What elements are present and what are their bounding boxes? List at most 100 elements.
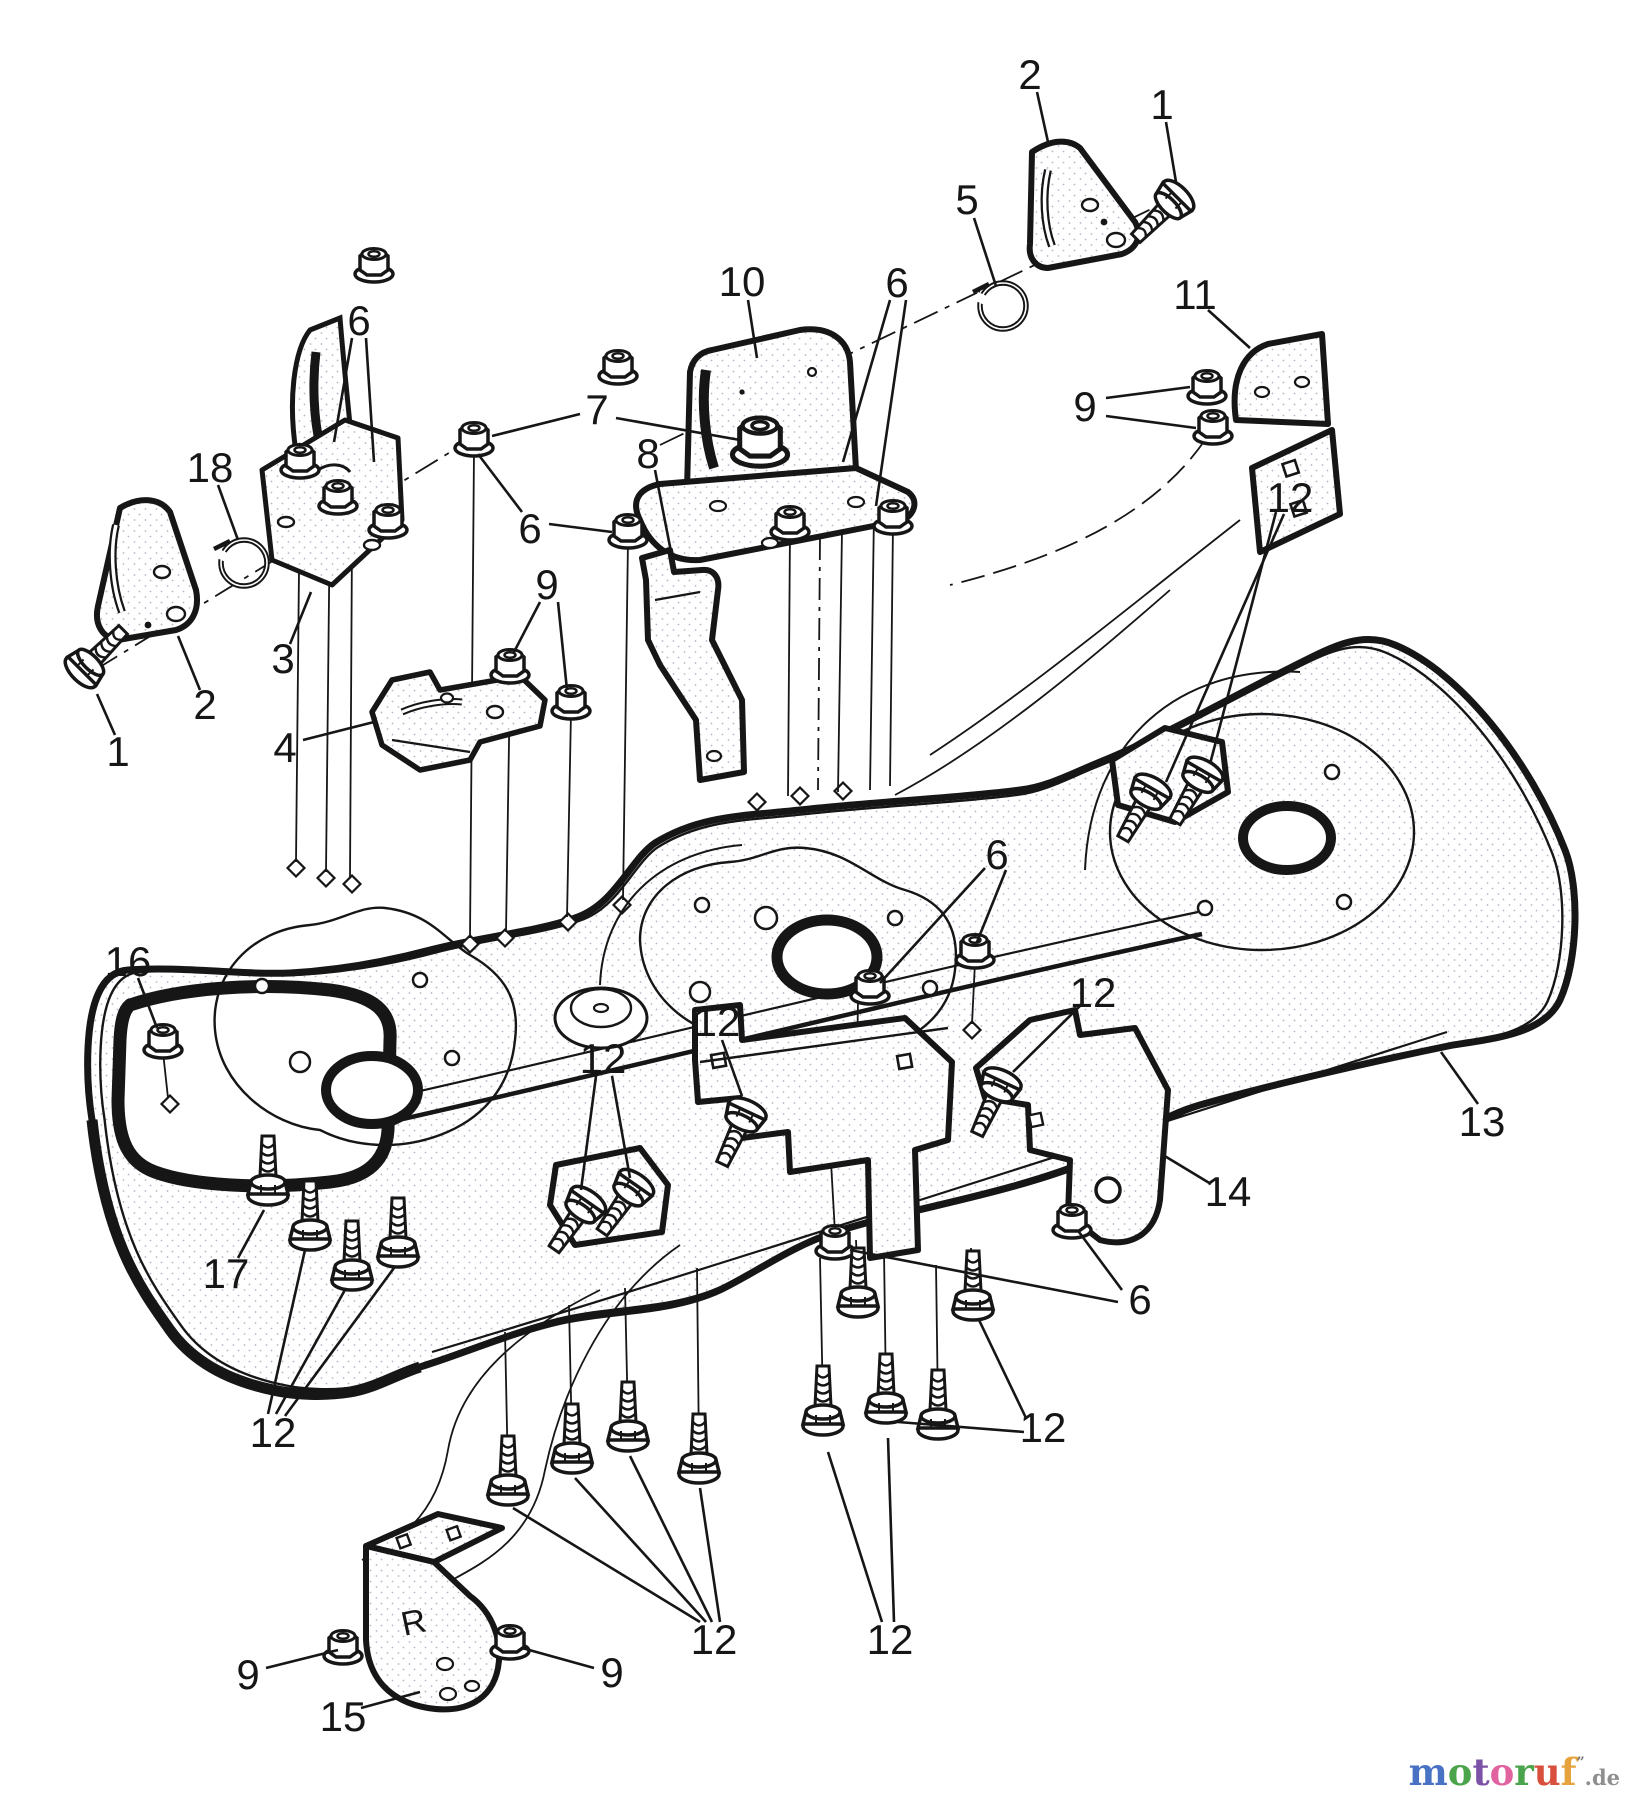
callout-label: 11: [1173, 271, 1217, 318]
callout-label: 9: [1073, 383, 1096, 430]
callout-leader-line: [265, 1648, 339, 1670]
callout-label: 9: [236, 1651, 259, 1698]
watermark-letter: o: [1447, 1750, 1473, 1794]
deck-rear-ridge-thin: [299, 910, 1199, 1120]
callout: 5: [955, 176, 998, 287]
callout-label: 12: [1267, 474, 1314, 521]
callout-leader-line: [176, 635, 202, 691]
watermark-motoruf: motoruf”.de: [1409, 1750, 1620, 1794]
callout: 12: [1012, 969, 1117, 1073]
callout-label: 7: [585, 386, 608, 433]
callout: 12: [694, 998, 744, 1097]
callout: 1: [95, 693, 130, 775]
callout: 9: [236, 1648, 339, 1698]
callout-label: 15: [320, 1693, 367, 1740]
callout-leader-line: [136, 977, 159, 1029]
callout-label: 9: [535, 561, 558, 608]
callout-leader-line: [1105, 414, 1197, 430]
callout-label: 14: [1205, 1168, 1252, 1215]
callout: 12: [512, 1455, 737, 1663]
callout: 10: [719, 258, 766, 359]
callout-leader-line: [849, 1248, 1119, 1304]
callout-leader-line: [512, 1506, 701, 1624]
callout-leader-line: [897, 1420, 1025, 1434]
callout-leader-line: [746, 299, 759, 359]
callout: 8: [636, 430, 675, 563]
callout-label: 6: [1128, 1276, 1151, 1323]
callout-leader-line: [720, 1039, 744, 1097]
callout-label: 16: [105, 938, 152, 985]
callout-label: 12: [250, 1409, 297, 1456]
callout-leader-line: [841, 299, 892, 463]
callout-leader-line: [236, 1209, 266, 1259]
bracket-8: [639, 547, 747, 783]
callout-label: 2: [1018, 51, 1041, 98]
callout: 12: [250, 1249, 396, 1456]
discharge-opening-frame: [111, 980, 397, 1193]
callout-leader-line: [302, 720, 375, 742]
callout-label: 3: [271, 635, 294, 682]
callout-label: 1: [1150, 81, 1173, 128]
watermark-letter: m: [1408, 1750, 1448, 1794]
callout-leader-line: [491, 412, 581, 438]
callout: 14: [1162, 1153, 1252, 1215]
bracket-14: [973, 1007, 1171, 1246]
callout: 6: [476, 453, 613, 552]
callout: 6: [849, 1231, 1152, 1323]
callout-leader-line: [653, 469, 675, 563]
plate-2-right: [1026, 138, 1142, 271]
nut-7-large: [732, 418, 787, 467]
callout-label: 4: [273, 724, 296, 771]
callout-leader-line: [266, 1249, 307, 1415]
callout: 6: [332, 297, 376, 463]
callout-label: 12: [1070, 969, 1117, 1016]
callout-label: 13: [1459, 1098, 1506, 1145]
callout-leader-line: [574, 1477, 707, 1623]
callout-leader-line: [1012, 1005, 1081, 1073]
callout-label: 2: [193, 681, 216, 728]
ring-5: [973, 283, 1026, 329]
deck-shell: [84, 635, 1579, 1400]
nut-16: [142, 1022, 184, 1060]
callout: 3: [271, 591, 313, 682]
watermark-letter: u: [1533, 1750, 1561, 1794]
callout: 12: [826, 1437, 913, 1663]
callout-leader-line: [698, 1487, 722, 1623]
callout-leader-line: [476, 453, 524, 513]
callout-label: 10: [719, 258, 766, 305]
watermark-letter: t: [1472, 1750, 1490, 1794]
callout-leader-line: [556, 601, 569, 691]
callout: 1: [1150, 81, 1178, 183]
callout-leader-line: [360, 1690, 421, 1710]
callout: 12: [897, 1319, 1066, 1451]
watermark-suffix: .de: [1584, 1765, 1620, 1790]
deck-skirt-thick-edge: [86, 1119, 422, 1400]
callout-leader-line: [1164, 121, 1178, 183]
callout-leader-line: [548, 522, 613, 534]
callout: 15: [320, 1690, 421, 1740]
callout-leader-line: [977, 1319, 1028, 1419]
callout: 17: [203, 1209, 266, 1297]
center-spindle-outer-arc: [599, 844, 743, 986]
watermark-letter: f: [1560, 1750, 1577, 1794]
callout: 9: [521, 1646, 624, 1696]
watermark-letter: r: [1514, 1750, 1534, 1794]
callout-leader-line: [886, 1437, 896, 1623]
bracket-15: R: [363, 1511, 505, 1713]
callout: 2: [1018, 51, 1050, 143]
callout-label: 18: [187, 444, 234, 491]
callout-leader-line: [332, 337, 354, 443]
callout-label: 12: [694, 998, 741, 1045]
callout-leader-line: [972, 217, 998, 287]
callout-leader-line: [610, 1075, 632, 1179]
callout: 12: [580, 1035, 632, 1191]
callout-leader-line: [512, 601, 542, 653]
callout-leader-line: [274, 1287, 348, 1415]
callout-leader-line: [1035, 91, 1050, 143]
callout-leader-line: [874, 299, 908, 507]
callout-leader-line: [364, 337, 376, 463]
callout: 4: [273, 720, 375, 771]
